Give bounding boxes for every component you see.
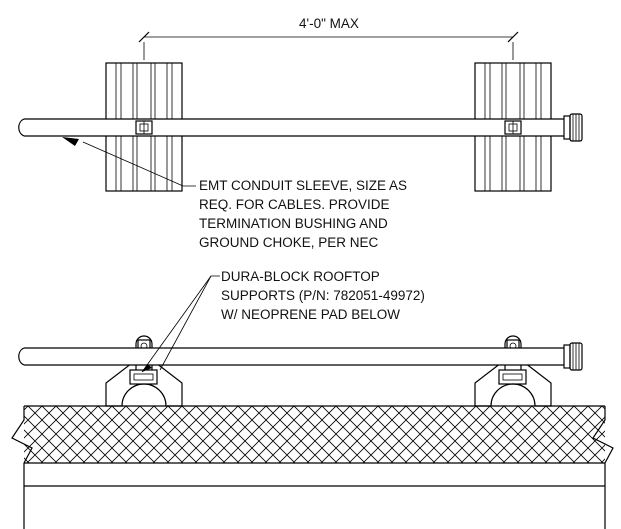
elevation-support-foot-right: [474, 362, 552, 407]
plan-termination-bushing: [563, 113, 583, 142]
plan-pipe-clamp-left: [135, 120, 153, 135]
elevation-conduit-pipe: [18, 347, 564, 366]
callout-conduit-line-3: TERMINATION BUSHING AND: [199, 216, 388, 231]
callout-supports: DURA-BLOCK ROOFTOP SUPPORTS (P/N: 782051…: [221, 269, 429, 322]
callout-conduit-line-4: GROUND CHOKE, PER NEC: [199, 235, 379, 250]
elevation-termination-bushing: [563, 342, 583, 371]
plan-pipe-clamp-right: [504, 120, 522, 135]
callout-conduit-line-2: REQ. FOR CABLES. PROVIDE: [199, 197, 390, 212]
leader-supports: [141, 275, 220, 373]
callout-supports-line-3: W/ NEOPRENE PAD BELOW: [221, 307, 400, 322]
roof-deck: [11, 405, 614, 529]
dimension-label: 4'-0" MAX: [299, 16, 359, 31]
elevation-support-foot-left: [105, 362, 183, 407]
elevation-view: [11, 275, 614, 529]
dimension-spacing: 4'-0" MAX: [138, 16, 519, 60]
plan-view: 4'-0" MAX: [18, 16, 583, 192]
plan-conduit-pipe: [18, 118, 564, 137]
callout-supports-line-1: DURA-BLOCK ROOFTOP: [221, 269, 380, 284]
callout-supports-line-2: SUPPORTS (P/N: 782051-49972): [221, 288, 425, 303]
elevation-strap-loop-right: [504, 335, 522, 370]
callout-conduit: EMT CONDUIT SLEEVE, SIZE AS REQ. FOR CAB…: [199, 178, 411, 250]
callout-conduit-line-1: EMT CONDUIT SLEEVE, SIZE AS: [199, 178, 407, 193]
elevation-strap-loop-left: [135, 335, 153, 370]
leader-conduit: [62, 137, 196, 187]
plan-support-block-left: [105, 62, 183, 192]
